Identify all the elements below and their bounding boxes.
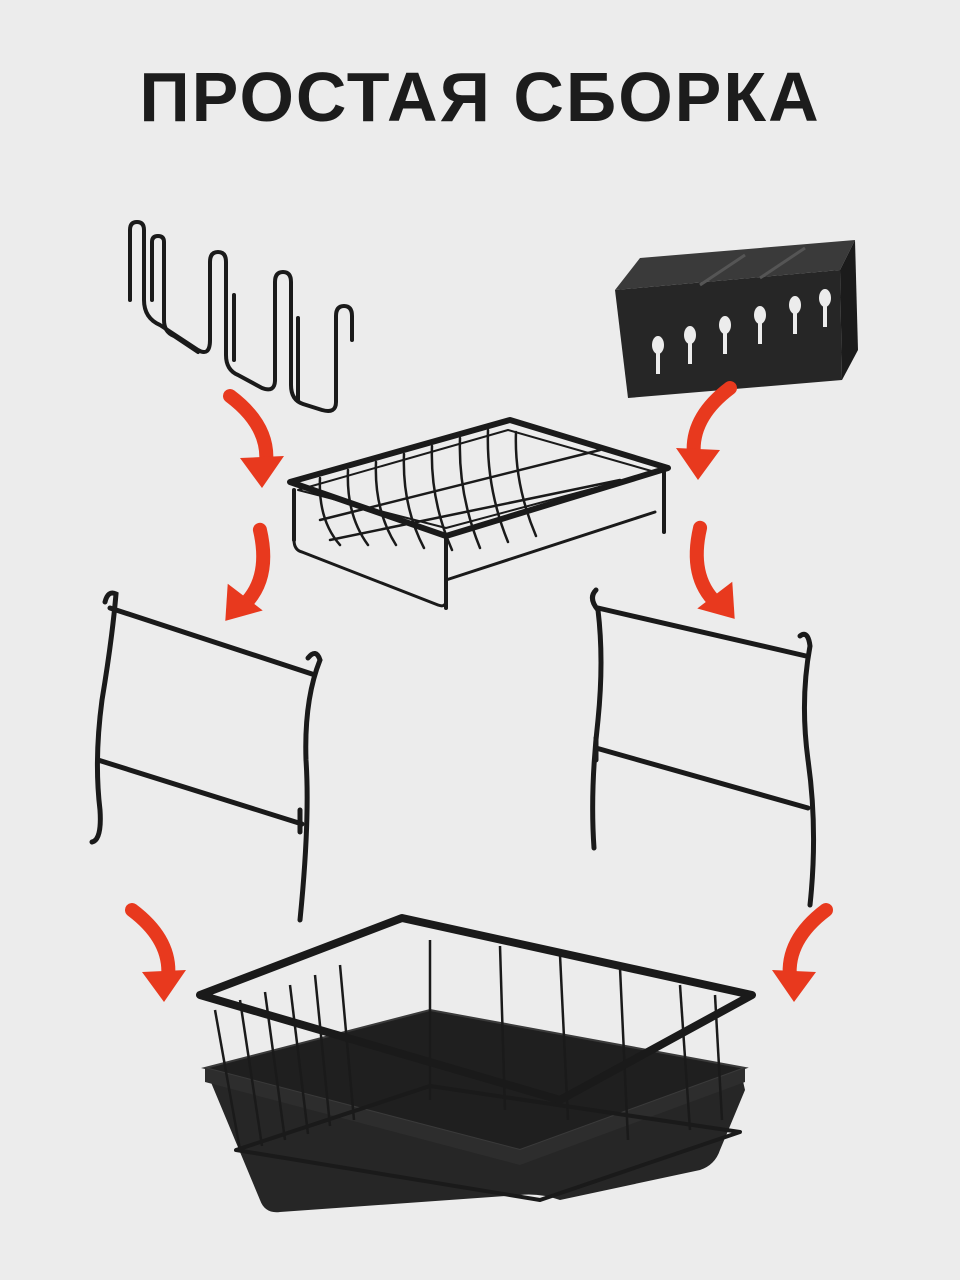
cutlery-holder-icon [615,240,858,398]
upper-rack-icon [287,417,671,610]
left-side-frame-icon [89,590,323,923]
bottom-basket-with-tray-icon [196,914,756,1213]
plate-divider-icon [128,220,354,413]
page-title: ПРОСТАЯ СБОРКА [139,58,821,136]
right-side-frame-icon [590,587,817,908]
